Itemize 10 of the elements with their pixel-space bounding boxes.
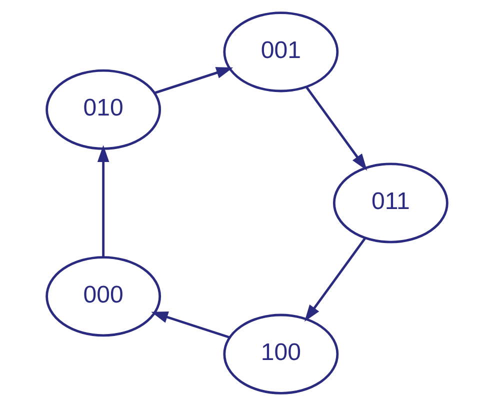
arrow (96, 145, 109, 258)
arrow (150, 311, 230, 339)
node-ellipse: 010 (45, 69, 161, 150)
node-ellipse: 001 (222, 12, 338, 92)
arrow (154, 67, 233, 94)
node-ellipse: 011 (332, 162, 448, 244)
node-ellipse: 000 (45, 256, 161, 337)
node-ellipse: 100 (222, 314, 338, 394)
arrow (304, 237, 366, 322)
arrow (304, 86, 367, 171)
